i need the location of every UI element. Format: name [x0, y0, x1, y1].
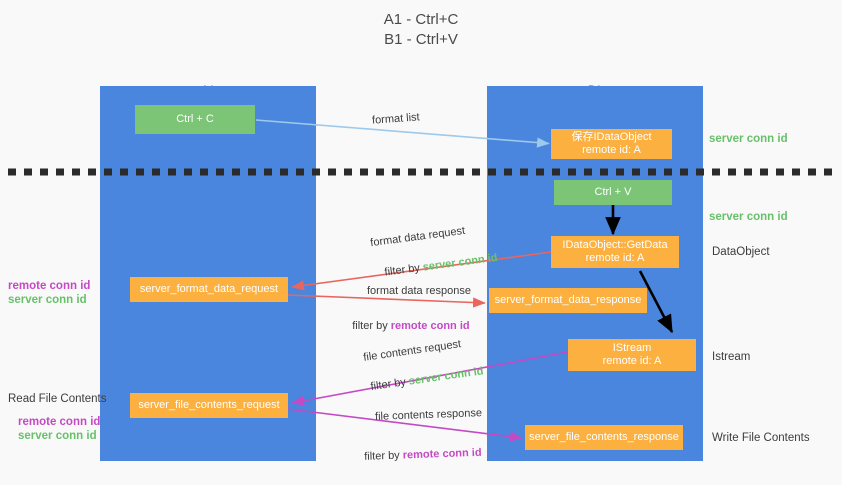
- box-server-format-data-response[interactable]: server_format_data_response: [489, 288, 647, 313]
- box-server-format-data-request[interactable]: server_format_data_request: [130, 277, 288, 302]
- filter-prefix-4: filter by: [364, 449, 403, 463]
- edge-label-filter-by-remote-2: filter by remote conn id: [351, 432, 482, 478]
- filter-emph-server-1: server conn id: [422, 251, 499, 274]
- edge-label-filter-by-remote-1: filter by remote conn id: [340, 305, 470, 347]
- annotation-dataobject: DataObject: [712, 246, 770, 258]
- annotation-left-server-conn-id-2: server conn id: [18, 430, 97, 442]
- edge-label-format-list: format list: [371, 111, 421, 127]
- edge-label-file-contents-response: file contents response: [374, 407, 483, 423]
- annotation-server-conn-id-top: server conn id: [709, 133, 788, 145]
- annotation-read-file-contents: Read File Contents: [8, 393, 107, 405]
- box-server-file-contents-response[interactable]: server_file_contents_response: [525, 425, 683, 450]
- box-istream[interactable]: IStream remote id: A: [568, 339, 696, 371]
- edge-label-format-data-response: format data response: [367, 285, 471, 297]
- box-ctrl-c[interactable]: Ctrl + C: [135, 105, 255, 134]
- filter-prefix-1: filter by: [383, 261, 424, 279]
- page-title: A1 - Ctrl+C B1 - Ctrl+V: [383, 11, 459, 48]
- annotation-left-remote-conn-id-1: remote conn id: [8, 280, 91, 292]
- annotation-server-conn-id-mid: server conn id: [709, 211, 788, 223]
- filter-emph-remote-2: remote conn id: [402, 446, 482, 462]
- annotation-write-file-contents: Write File Contents: [712, 432, 810, 444]
- box-idataobject-getdata[interactable]: IDataObject::GetData remote id: A: [551, 236, 679, 268]
- filter-prefix-2: filter by: [352, 320, 391, 332]
- annotation-istream: Istream: [712, 351, 751, 363]
- filter-prefix-3: filter by: [369, 375, 410, 394]
- annotation-left-server-conn-id-1: server conn id: [8, 294, 87, 306]
- box-save-idataobject[interactable]: 保存IDataObject remote id: A: [551, 129, 672, 159]
- filter-emph-server-2: server conn id: [408, 365, 485, 388]
- box-server-file-contents-request[interactable]: server_file_contents_request: [130, 393, 288, 418]
- box-ctrl-v[interactable]: Ctrl + V: [554, 180, 672, 205]
- filter-emph-remote-1: remote conn id: [390, 320, 470, 332]
- annotation-left-remote-conn-id-2: remote conn id: [18, 416, 101, 428]
